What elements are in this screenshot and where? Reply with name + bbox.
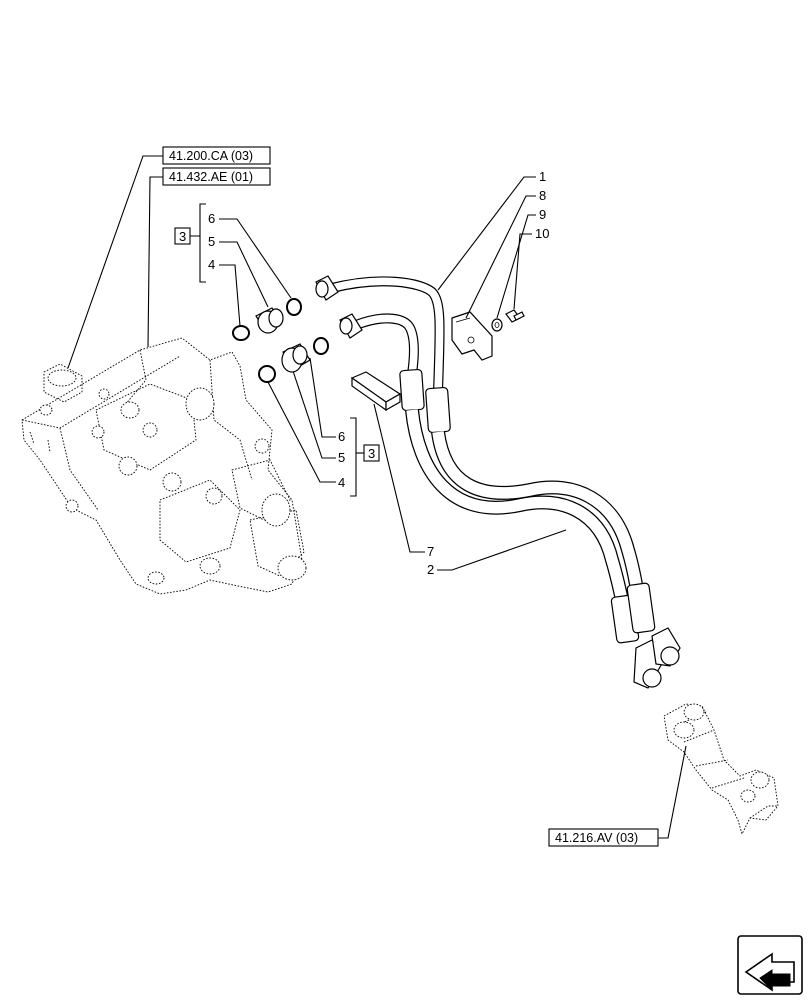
control-valve-block (21, 337, 307, 595)
callout-number: 2 (427, 562, 434, 577)
o-ring-icon (258, 365, 276, 383)
callout-number: 8 (539, 188, 546, 203)
reference-label: 41.216.AV (03) (555, 831, 638, 845)
reference-link-41-432-ae[interactable]: 41.432.AE (01) (162, 167, 271, 186)
leader-line (437, 176, 536, 291)
connected-assembly (663, 703, 779, 836)
callout-number: 5 (338, 450, 345, 465)
leader-line (465, 195, 536, 319)
callout-number: 4 (338, 475, 345, 490)
group-number: 3 (368, 446, 375, 461)
callout-number: 10 (535, 226, 549, 241)
group-number: 3 (179, 229, 186, 244)
group-bracket (190, 203, 206, 283)
leader-line (513, 233, 532, 310)
pipe-clamp (451, 311, 493, 361)
reference-link-41-216-av[interactable]: 41.216.AV (03) (548, 828, 659, 847)
callout-number: 1 (539, 169, 546, 184)
hydraulic-pipes (315, 275, 681, 689)
leader-line (658, 745, 687, 839)
callout-number: 5 (208, 234, 215, 249)
upper-group-callout: 3 6 5 4 (174, 203, 292, 327)
leader-line (67, 155, 163, 369)
lower-callouts: 7 2 (373, 403, 567, 577)
leader-line (309, 357, 336, 438)
callout-number: 9 (539, 207, 546, 222)
upper-fitting (232, 298, 302, 341)
spacer-block (350, 371, 402, 412)
callout-number: 7 (427, 544, 434, 559)
leader-line (496, 214, 536, 319)
o-ring-icon (286, 298, 302, 316)
leader-line (437, 529, 567, 571)
leader-line (291, 367, 336, 459)
reference-link-41-200-ca[interactable]: 41.200.CA (03) (162, 146, 271, 165)
leader-line (147, 176, 163, 348)
leader-line (219, 264, 241, 327)
callout-number: 6 (208, 211, 215, 226)
bolt (505, 309, 525, 323)
o-ring-icon (313, 337, 329, 355)
arrow-icon[interactable] (737, 935, 803, 995)
reference-label: 41.432.AE (01) (169, 170, 253, 184)
leader-line (267, 381, 336, 483)
leader-line (219, 241, 269, 308)
callout-number: 6 (338, 429, 345, 444)
right-callouts: 1 8 9 10 (437, 169, 549, 319)
leader-line (219, 218, 292, 299)
group-bracket (350, 417, 357, 497)
lower-group-callout: 6 5 4 3 (267, 357, 380, 497)
callout-number: 4 (208, 257, 215, 272)
lower-fitting (258, 337, 329, 383)
o-ring-icon (232, 325, 250, 341)
group-box (363, 444, 380, 462)
leader-line (373, 403, 425, 553)
reference-label: 41.200.CA (03) (169, 149, 253, 163)
washer (491, 318, 503, 332)
